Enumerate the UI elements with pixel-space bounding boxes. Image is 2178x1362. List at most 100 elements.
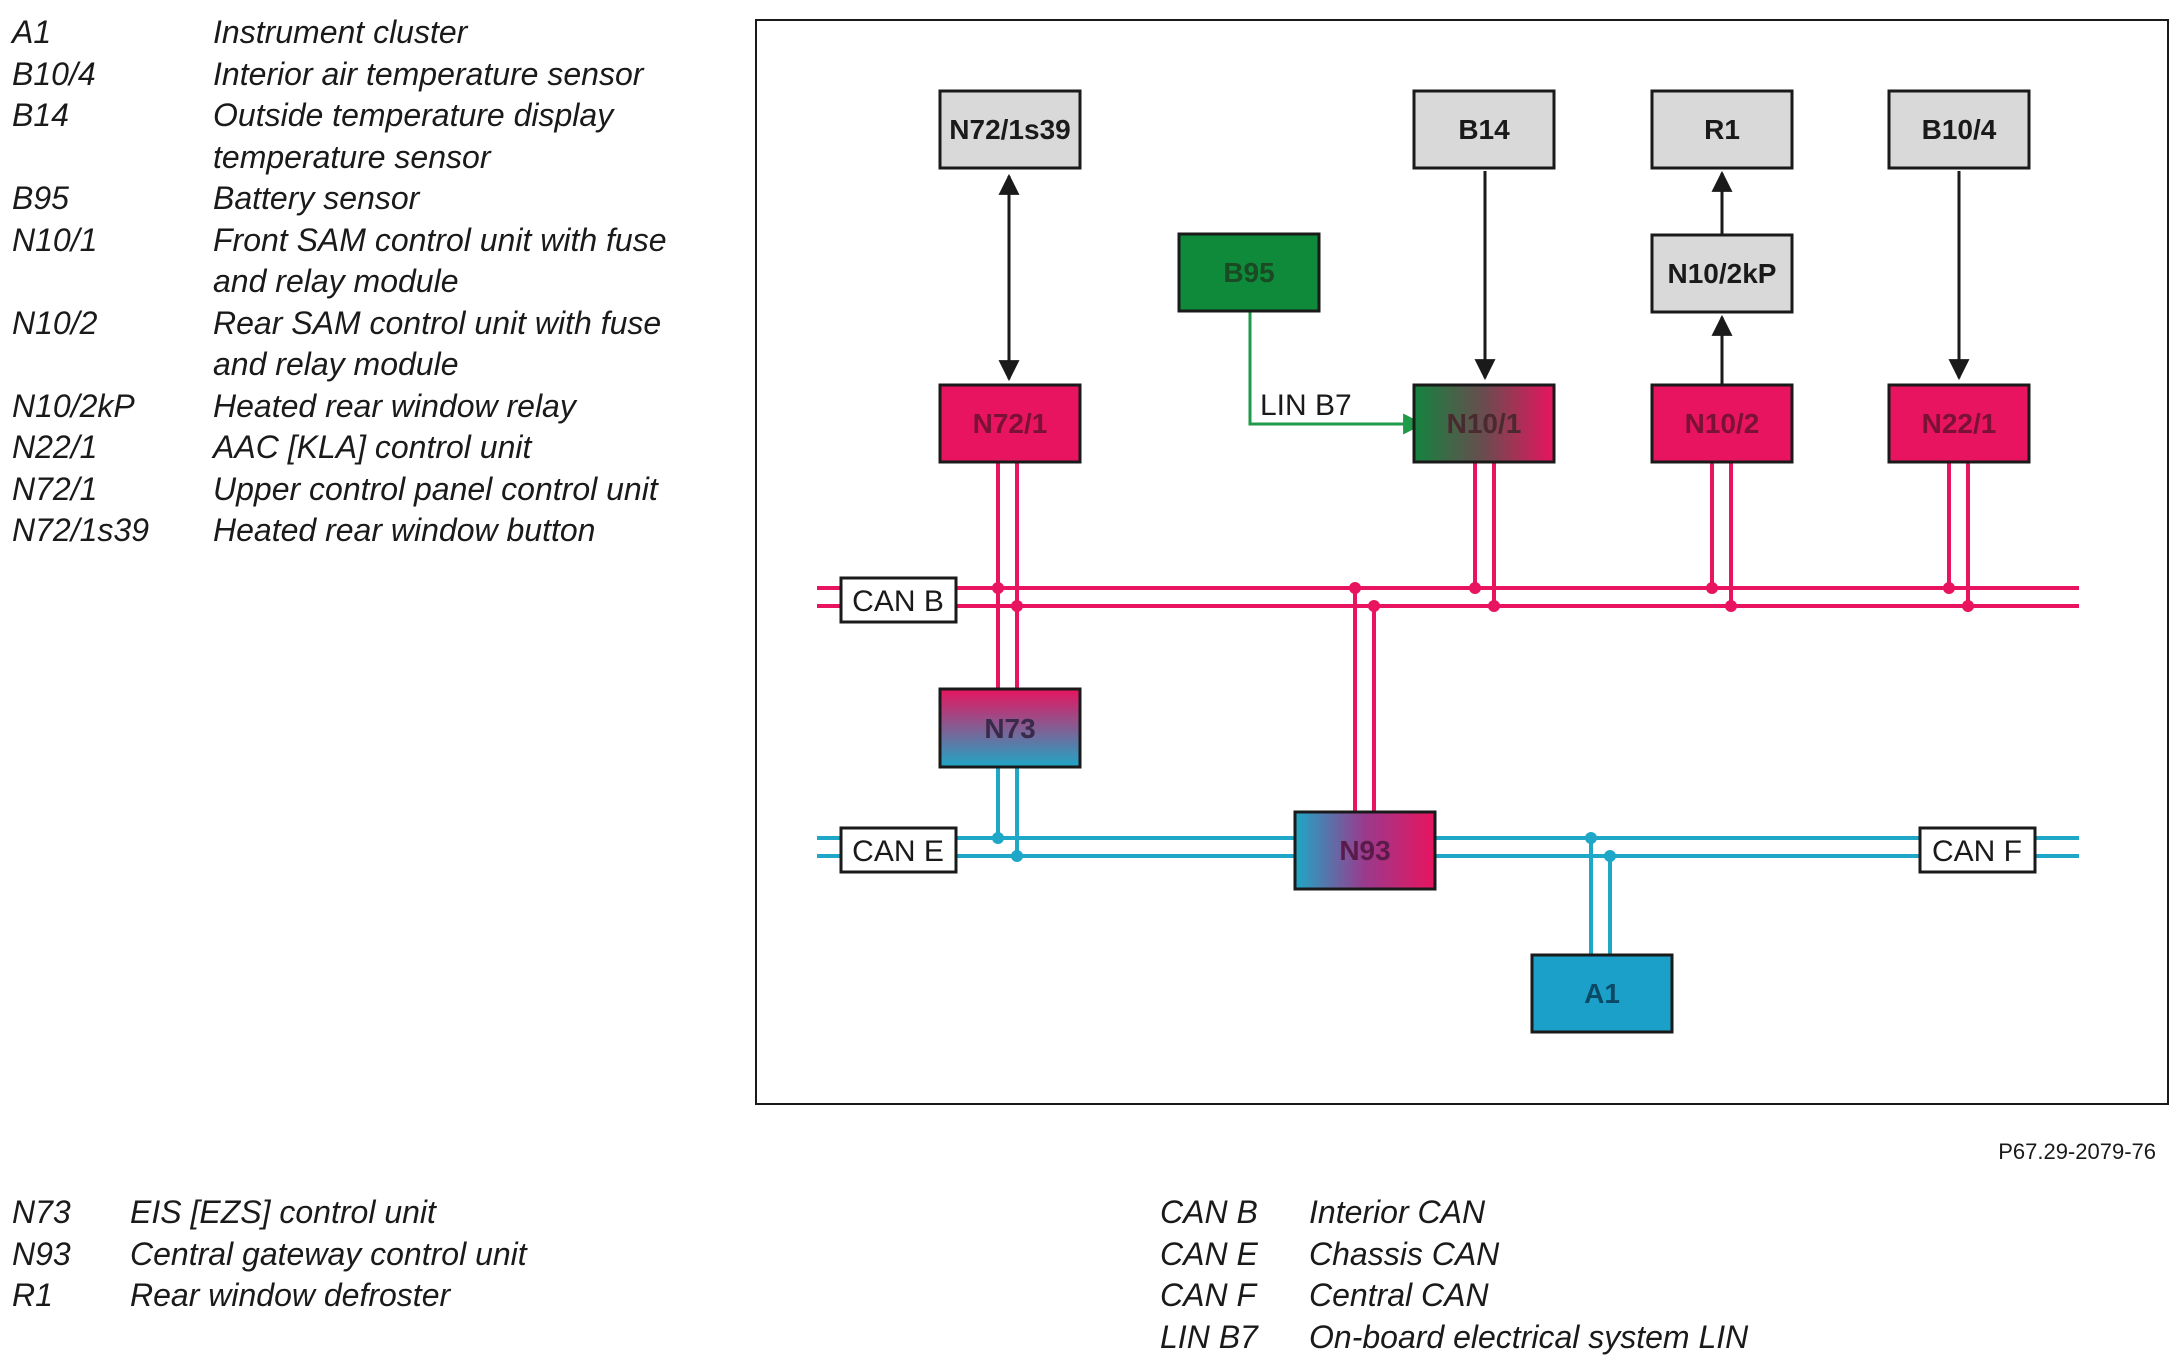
bus-label-frame bbox=[839, 576, 958, 624]
legend-code: B10/4 bbox=[12, 55, 96, 92]
legend-desc: EIS [EZS] control unit bbox=[130, 1194, 436, 1230]
legend-code: B14 bbox=[12, 97, 69, 133]
can-e-junctions bbox=[992, 832, 1616, 862]
figure-reference: P67.29-2079-76 bbox=[1998, 1139, 2156, 1164]
n10-2-can-drops bbox=[1710, 462, 1733, 606]
legend-desc: Interior CAN bbox=[1309, 1194, 1486, 1230]
legend-code: B95 bbox=[12, 180, 69, 216]
node-box bbox=[938, 89, 1082, 170]
legend-desc: Upper control panel control unit bbox=[213, 470, 658, 507]
legend-row: B10/4 Interior air temperature sensor bbox=[12, 54, 682, 96]
node-label: N10/1 bbox=[1447, 408, 1522, 439]
node-label: N72/1s39 bbox=[949, 114, 1070, 145]
legend-row: N73 EIS [EZS] control unit bbox=[12, 1192, 712, 1234]
junction-dot bbox=[1488, 600, 1500, 612]
legend-code: CAN B bbox=[1160, 1194, 1258, 1230]
node-n73: N73 bbox=[938, 687, 1082, 769]
node-box bbox=[1887, 89, 2031, 170]
node-label: N10/2 bbox=[1685, 408, 1760, 439]
junction-dot bbox=[992, 582, 1004, 594]
can-e-label-box: CAN E bbox=[839, 826, 958, 874]
legend-desc: Heated rear window button bbox=[213, 512, 596, 548]
node-r1: R1 bbox=[1650, 89, 1794, 170]
node-label: B14 bbox=[1458, 114, 1510, 145]
node-box bbox=[1530, 953, 1674, 1034]
node-b14: B14 bbox=[1412, 89, 1556, 170]
legend-row: R1 Rear window defroster bbox=[12, 1275, 712, 1317]
legend-desc: Interior air temperature sensor bbox=[213, 55, 644, 92]
legend-desc: Rear SAM control unit with fuse and rela… bbox=[213, 304, 662, 383]
legend-desc: Outside temperature display temperature … bbox=[213, 97, 614, 175]
node-b95: B95 bbox=[1177, 232, 1321, 313]
node-n72-1: N72/1 bbox=[938, 383, 1082, 464]
legend-code: N22/1 bbox=[12, 429, 98, 465]
can-e-label: CAN E bbox=[852, 835, 944, 868]
lin-b7-label: LIN B7 bbox=[1260, 389, 1352, 422]
legend-components: A1 Instrument cluster B10/4 Interior air t… bbox=[12, 12, 682, 552]
legend-desc: Front SAM control unit with fuse and rel… bbox=[213, 221, 667, 300]
node-b10-4: B10/4 bbox=[1887, 89, 2031, 170]
node-box bbox=[938, 687, 1082, 769]
n72-1-can-drops bbox=[996, 462, 1019, 689]
legend-row: B14 Outside temperature display temperatu… bbox=[12, 95, 682, 178]
network-diagram-canvas: LIN B7 CAN B CAN E CAN F N72/1s39 B14 R1 bbox=[817, 89, 2079, 1034]
junction-dot bbox=[1011, 600, 1023, 612]
junction-dot bbox=[1943, 582, 1955, 594]
legend-code: N73 bbox=[12, 1194, 71, 1230]
legend-desc: Rear window defroster bbox=[130, 1277, 451, 1313]
node-n93: N93 bbox=[1293, 810, 1437, 891]
legend-code: LIN B7 bbox=[1160, 1318, 1258, 1355]
n93-can-b-drops bbox=[1353, 588, 1376, 812]
legend-row: N72/1s39 Heated rear window button bbox=[12, 510, 682, 552]
can-e-bus bbox=[817, 836, 2079, 858]
junction-dot bbox=[1469, 582, 1481, 594]
can-b-label: CAN B bbox=[852, 585, 944, 618]
junction-dot bbox=[1349, 582, 1361, 594]
legend-desc: Heated rear window relay bbox=[213, 387, 576, 424]
legend-desc: Instrument cluster bbox=[213, 14, 468, 50]
junction-dot bbox=[1725, 600, 1737, 612]
node-label: B10/4 bbox=[1922, 114, 1997, 145]
legend-desc: Central gateway control unit bbox=[130, 1235, 527, 1272]
node-label: N72/1 bbox=[973, 408, 1048, 439]
node-box bbox=[1177, 232, 1321, 313]
node-box bbox=[1412, 89, 1556, 170]
node-n22-1: N22/1 bbox=[1887, 383, 2031, 464]
can-b-label-box: CAN B bbox=[839, 576, 958, 624]
node-label: N22/1 bbox=[1922, 408, 1997, 439]
legend-code: CAN E bbox=[1160, 1235, 1258, 1272]
junction-dot bbox=[1585, 832, 1597, 844]
legend-desc: Central CAN bbox=[1309, 1277, 1489, 1313]
node-box bbox=[1412, 383, 1556, 464]
node-label: N10/2kP bbox=[1668, 258, 1777, 289]
can-f-label-box: CAN F bbox=[1918, 826, 2037, 874]
legend-code: N10/2 bbox=[12, 304, 98, 341]
can-f-label: CAN F bbox=[1932, 835, 2022, 868]
legend-row: CAN B Interior CAN bbox=[1160, 1192, 1920, 1234]
node-n72-1s39: N72/1s39 bbox=[938, 89, 1082, 170]
node-label: N73 bbox=[984, 713, 1035, 744]
node-label: R1 bbox=[1704, 114, 1740, 145]
junction-dot bbox=[992, 832, 1004, 844]
lin-b7-line bbox=[1248, 311, 1425, 435]
node-label: N93 bbox=[1339, 835, 1390, 866]
legend-desc: Battery sensor bbox=[213, 180, 420, 216]
legend-code: A1 bbox=[12, 14, 52, 50]
node-n10-2kp: N10/2kP bbox=[1650, 233, 1794, 314]
junction-dot bbox=[1011, 850, 1023, 862]
node-box bbox=[1650, 89, 1794, 170]
a1-can-drops bbox=[1589, 838, 1612, 955]
legend-row: A1 Instrument cluster bbox=[12, 12, 682, 54]
node-box bbox=[938, 383, 1082, 464]
node-box bbox=[1887, 383, 2031, 464]
legend-code: R1 bbox=[12, 1277, 53, 1313]
legend-code: CAN F bbox=[1160, 1277, 1256, 1313]
legend-code: N72/1s39 bbox=[12, 512, 149, 548]
